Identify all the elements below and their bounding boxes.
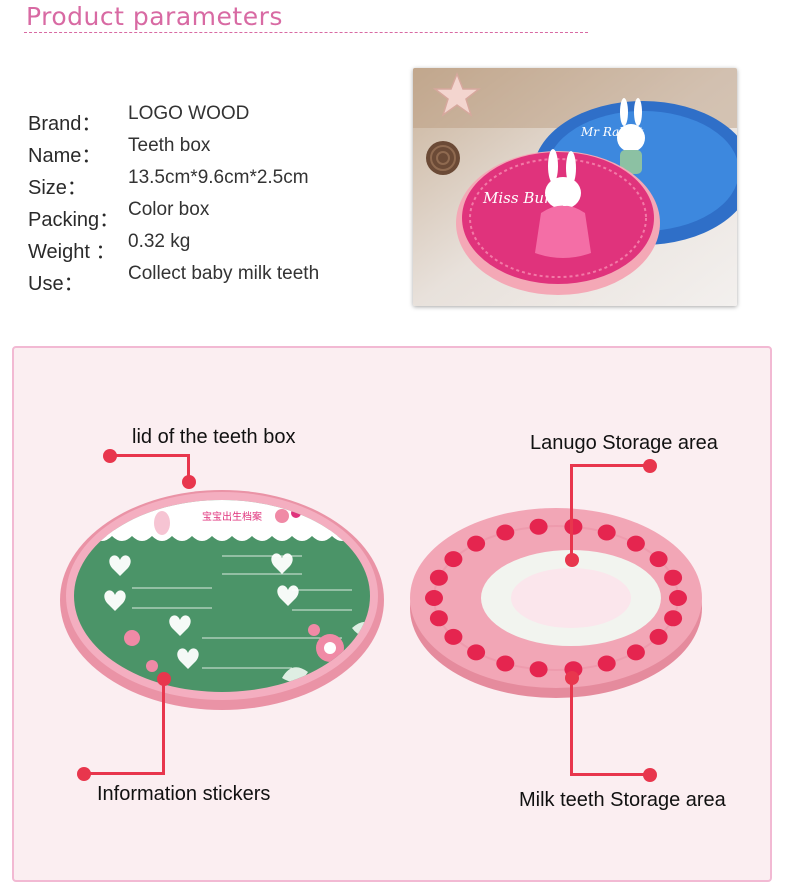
callout-milk-line (570, 678, 573, 776)
spec-value: Teeth box (128, 135, 211, 156)
spec-value: Color box (128, 199, 210, 220)
tooth-hole (564, 518, 583, 535)
spec-label: Weight ： (28, 241, 116, 263)
pink-lid-text: Miss Bunny (482, 189, 572, 207)
callout-lanugo-dot-start (643, 459, 657, 473)
tooth-hole (597, 655, 616, 672)
tooth-hole (425, 590, 443, 606)
callout-lanugo-line (570, 464, 650, 467)
tooth-hole (626, 535, 645, 552)
spec-label: Size： (28, 177, 87, 199)
pink-lid: Miss Bunny (456, 149, 660, 295)
callout-milk-line (570, 773, 650, 776)
tooth-hole (669, 590, 687, 606)
spec-value: Collect baby milk teeth (128, 263, 320, 284)
callout-lid-dot-end (182, 475, 196, 489)
product-photo: Mr Rabbit Miss Bunny (413, 68, 737, 306)
spec-label: Name： (28, 145, 102, 167)
tooth-hole (429, 610, 448, 627)
callout-milk-dot-end (643, 768, 657, 782)
tooth-hole (444, 628, 463, 645)
tooth-hole (496, 524, 515, 541)
tooth-hole (664, 569, 683, 586)
tooth-hole (467, 644, 486, 661)
callout-stickers-line (162, 679, 165, 775)
tooth-hole (467, 535, 486, 552)
tooth-hole (597, 524, 616, 541)
tooth-hole (529, 518, 548, 535)
spec-value: LOGO WOOD (128, 103, 250, 124)
spec-value: 0.32 kg (128, 231, 191, 252)
rattan-ball (426, 141, 460, 175)
callout-lanugo-line (570, 464, 573, 556)
spec-label: Brand： (28, 113, 102, 135)
tooth-hole (649, 551, 668, 568)
spec-label: Packing： (28, 209, 120, 231)
spec-label: Use： (28, 273, 84, 295)
star-decoration (432, 71, 482, 117)
callout-lanugo-label: Lanugo Storage area (530, 432, 718, 454)
title-divider (24, 32, 588, 33)
callout-stickers-line (84, 772, 165, 775)
blue-lid-text: Mr Rabbit (580, 125, 644, 139)
callout-lid-line (110, 454, 190, 457)
spec-value: 13.5cm*9.6cm*2.5cm (128, 167, 309, 188)
callout-milk-teeth-label: Milk teeth Storage area (519, 789, 726, 811)
tooth-hole (496, 655, 515, 672)
tooth-hole (529, 661, 548, 678)
callout-lid-line (187, 454, 190, 480)
tooth-hole (649, 628, 668, 645)
tooth-hole (626, 644, 645, 661)
milk-teeth-holes (425, 518, 687, 678)
callout-stickers-label: Information stickers (97, 783, 271, 805)
diagram-panel: 宝宝出生档案 lid of the teeth box Lanugo Stora… (12, 346, 772, 882)
callout-lanugo-dot-end (565, 553, 579, 567)
teeth-box-illustration (410, 508, 702, 698)
sticker-title: 宝宝出生档案 (202, 510, 262, 523)
tooth-hole (444, 551, 463, 568)
tooth-hole (664, 610, 683, 627)
lid-illustration: 宝宝出生档案 (60, 490, 384, 710)
tooth-hole (429, 569, 448, 586)
callout-lid-label: lid of the teeth box (132, 426, 296, 448)
section-title: Product parameters (26, 2, 283, 31)
callout-stickers-dot-end (77, 767, 91, 781)
